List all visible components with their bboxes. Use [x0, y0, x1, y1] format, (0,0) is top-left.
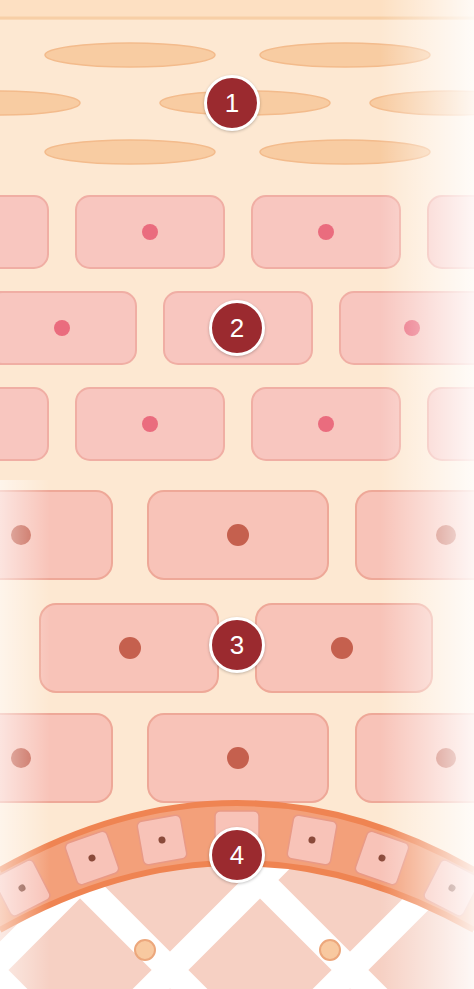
cell: [76, 196, 224, 268]
nuclei-layer-2: [54, 224, 420, 432]
basal-cell: [136, 814, 187, 865]
nucleus: [142, 224, 158, 240]
callout-circle: 1: [204, 75, 260, 131]
cell: [252, 388, 400, 460]
basal-cell: [286, 814, 337, 865]
cell: [0, 196, 48, 268]
callout-circle: 2: [209, 300, 265, 356]
cell: [286, 814, 337, 865]
dermis-dot: [320, 940, 340, 960]
edge-fade: [0, 480, 50, 989]
nucleus: [119, 637, 141, 659]
nucleus: [308, 836, 316, 844]
nucleus: [158, 836, 166, 844]
nucleus: [331, 637, 353, 659]
edge-fade: [380, 0, 474, 989]
nucleus: [227, 747, 249, 769]
flat-cell: [0, 91, 80, 115]
dermis-dot: [135, 940, 155, 960]
nucleus: [54, 320, 70, 336]
callout-circle: 3: [209, 617, 265, 673]
callout-circle: 4: [209, 827, 265, 883]
callout-number: 1: [225, 90, 239, 116]
nucleus: [318, 224, 334, 240]
nucleus: [318, 416, 334, 432]
flat-cell: [45, 43, 215, 67]
nucleus: [227, 524, 249, 546]
cell: [148, 491, 328, 579]
nucleus: [88, 854, 97, 863]
cell: [40, 604, 218, 692]
callout-number: 2: [230, 315, 244, 341]
cell: [0, 292, 136, 364]
flat-cell: [45, 140, 215, 164]
cell: [252, 196, 400, 268]
callout-number: 4: [230, 842, 244, 868]
cell: [148, 714, 328, 802]
cell: [136, 814, 187, 865]
cell: [0, 388, 48, 460]
cell: [76, 388, 224, 460]
callout-number: 3: [230, 632, 244, 658]
nucleus: [142, 416, 158, 432]
cell: [164, 292, 312, 364]
